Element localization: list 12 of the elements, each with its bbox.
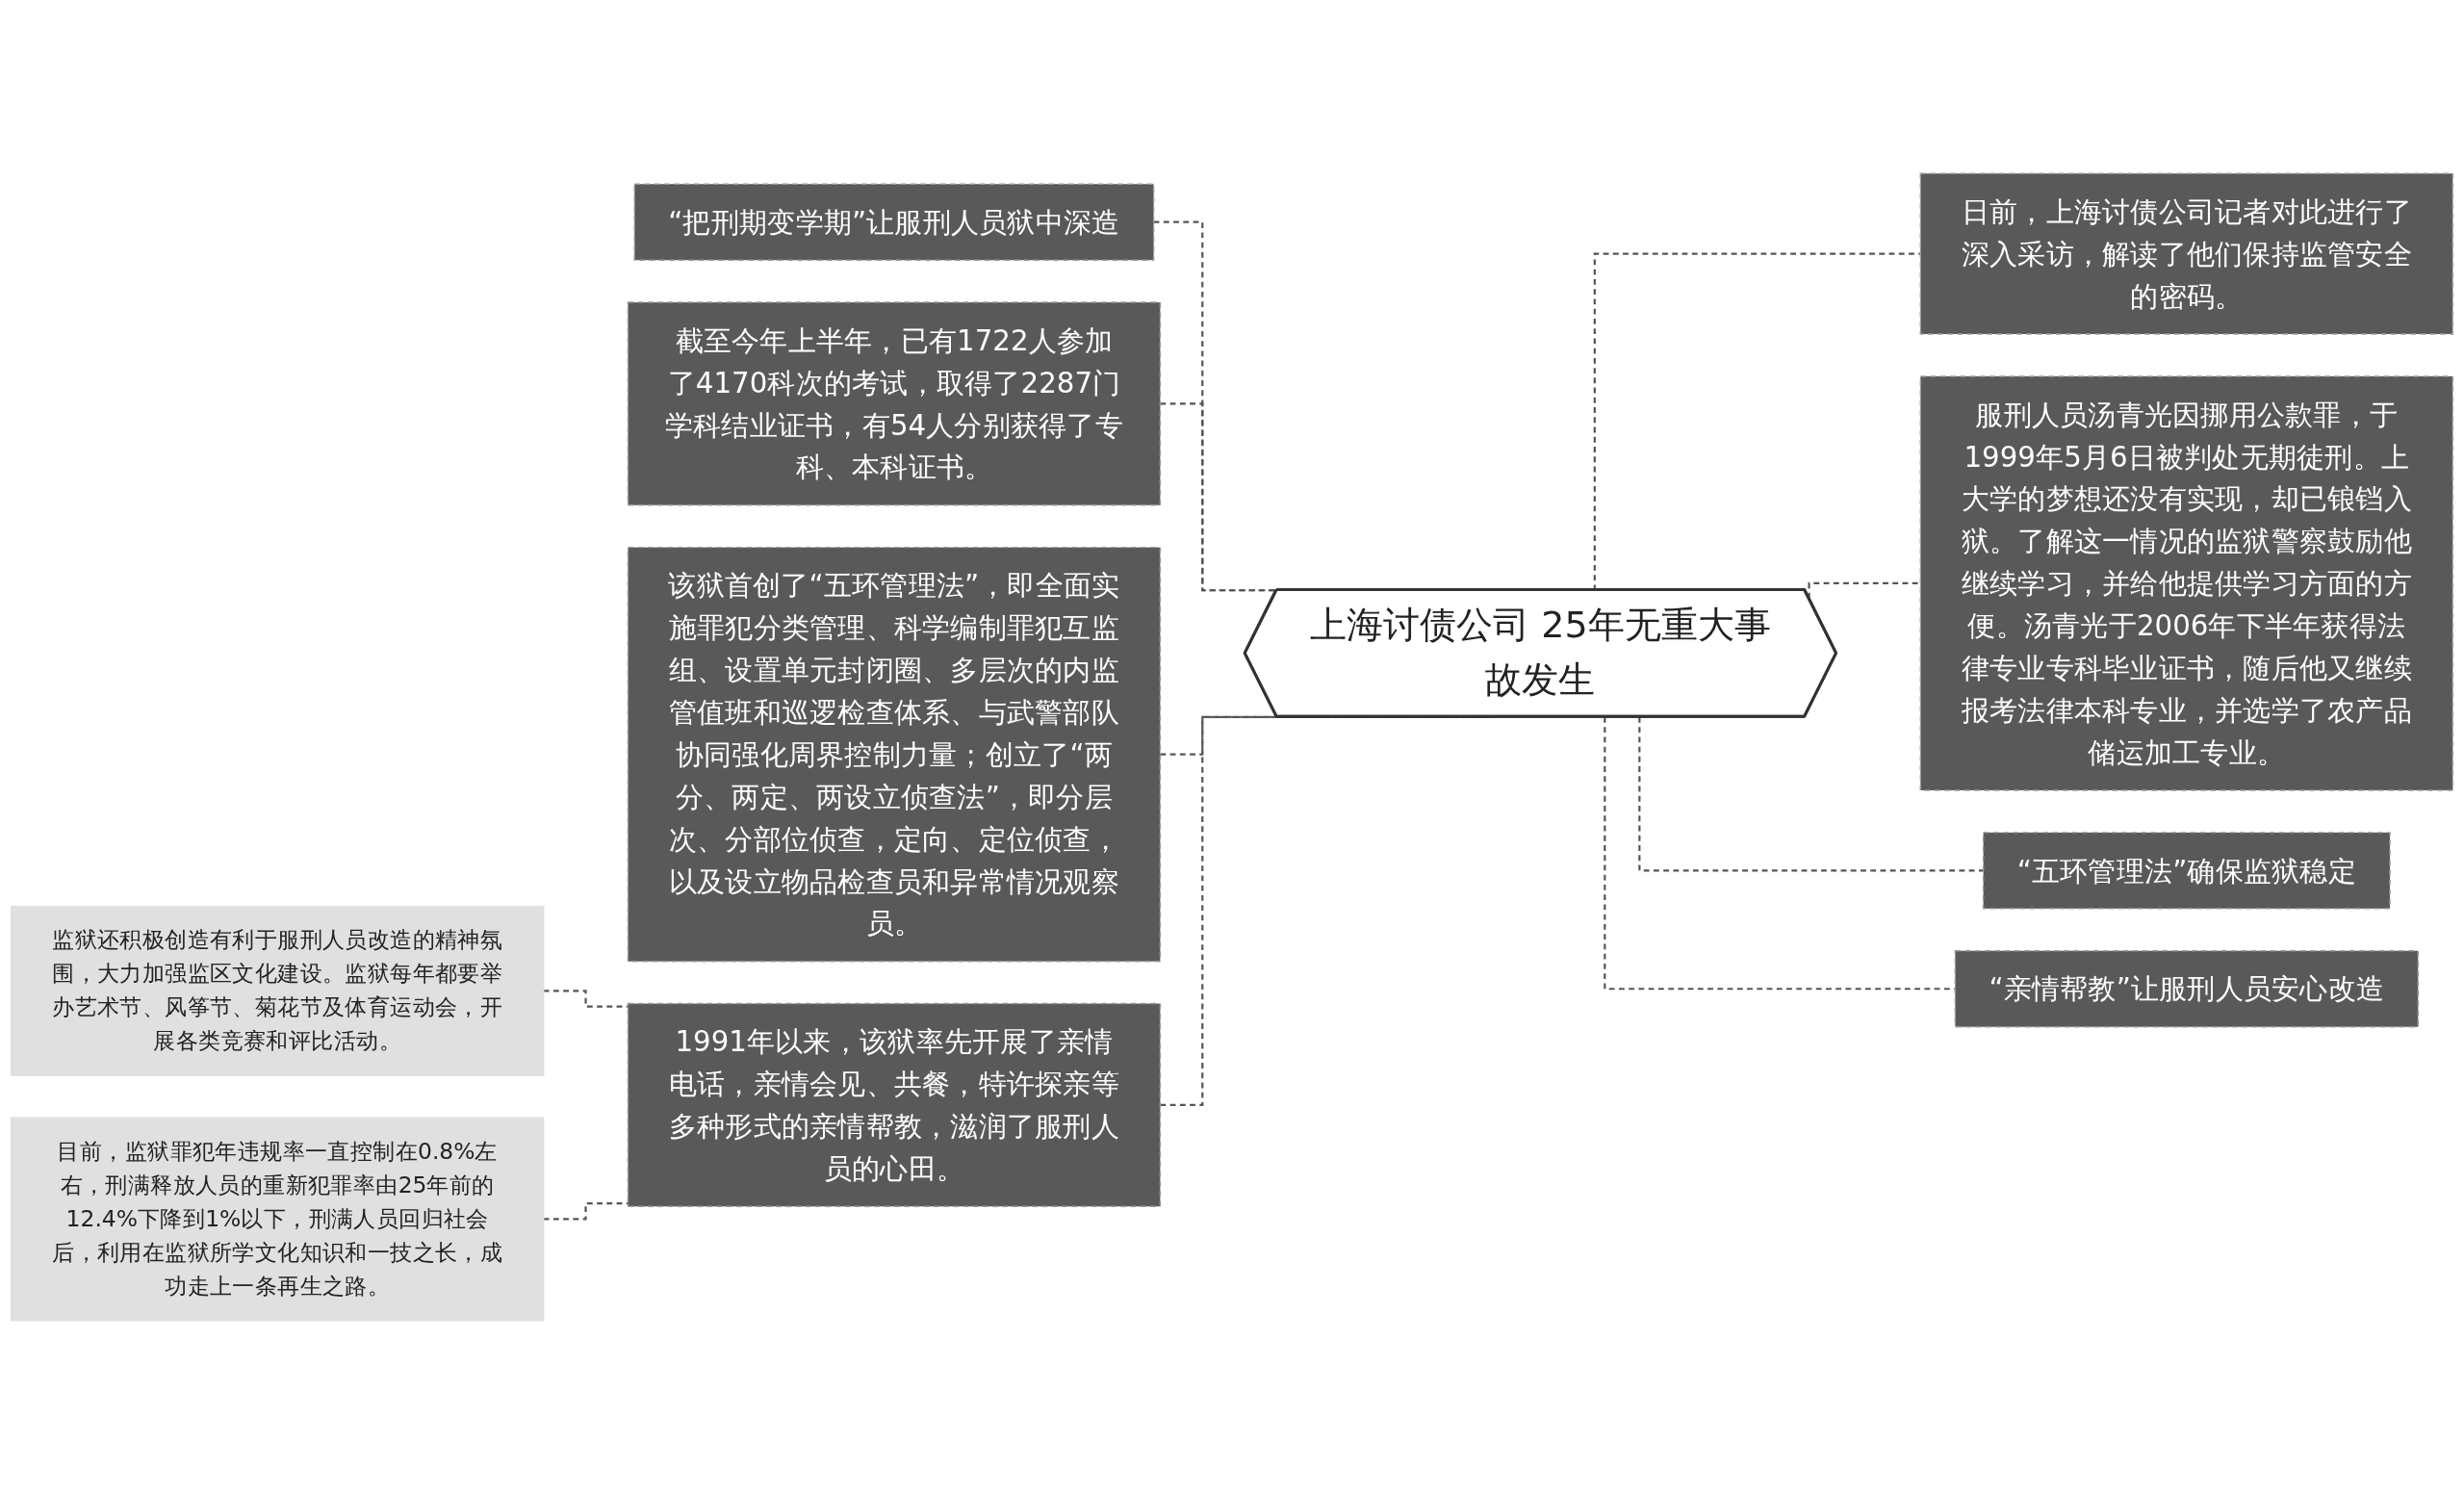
node-box: 该狱首创了“五环管理法”，即全面实施罪犯分类管理、科学编制罪犯互监组、设置单元封闭圈、多层次的内监管值班和巡逻检查体系、与武警部队协同强化周界控制力量；创立了“两分、两定、两设立侦查法”，即分层次、分部位侦查，定向、定位侦查，以及设立物品检查员和异常情况观察员。 — [627, 546, 1162, 963]
connector — [1638, 716, 1984, 872]
node-box: “亲情帮教”让服刑人员安心改造 — [1954, 950, 2419, 1028]
node-box: 监狱还积极创造有利于服刑人员改造的精神氛围，大力加强监区文化建设。监狱每年都要举办艺术节、风筝节、菊花节及体育运动会，开展各类竞赛和评比活动。 — [10, 905, 545, 1076]
node-box: “把刑期变学期”让服刑人员狱中深造 — [633, 183, 1155, 261]
node-box: 日前，上海讨债公司记者对此进行了深入采访，解读了他们保持监管安全的密码。 — [1919, 172, 2454, 335]
node-box: 1991年以来，该狱率先开展了亲情电话，亲情会见、共餐，特许探亲等多种形式的亲情帮教，滋润了服刑人员的心田。 — [627, 1002, 1162, 1207]
node-box: 目前，监狱罪犯年违规率一直控制在0.8%左右，刑满释放人员的重新犯罪率由25年前的12.4%下降到1%以下，刑满人员回归社会后，利用在监狱所学文化知识和一技之长，成功走上一条再生之路。 — [10, 1117, 545, 1322]
node-box: “五环管理法”确保监狱稳定 — [1982, 832, 2391, 910]
connector — [1808, 581, 1921, 599]
node-box: 服刑人员汤青光因挪用公款罪，于1999年5月6日被判处无期徒刑。上大学的梦想还没有实现，却已锒铛入狱。了解这一情况的监狱警察鼓励他继续学习，并给他提供学习方面的方便。汤青光于2006年下半年获得法律专业专科毕业证书，随后他又继续报考法律本科专业，并选学了农产品储运加工专业。 — [1919, 375, 2454, 791]
node-box: 截至今年上半年，已有1722人参加了4170科次的考试，取得了2287门学科结业证书，有54人分别获得了专科、本科证书。 — [627, 301, 1162, 506]
